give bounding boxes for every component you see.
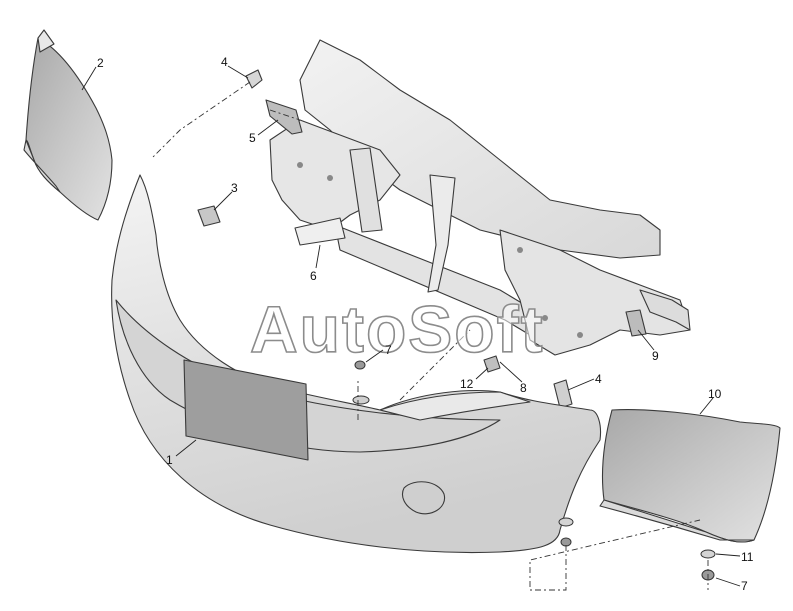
callout-6: 6	[310, 269, 317, 283]
left-mud-shield	[23, 29, 113, 221]
callout-8: 8	[520, 381, 527, 395]
washer-part-11	[558, 517, 716, 559]
callout-12: 12	[460, 377, 474, 391]
clip-part-3	[197, 205, 221, 227]
bracket-part-4-lower	[553, 379, 573, 409]
callout-4-lower: 4	[595, 372, 602, 386]
radiator-support-frame	[269, 39, 691, 356]
callout-numbers: 2 4 5 3 6 7 12 8 4 9 10 1 11 7	[97, 55, 754, 593]
callout-4-upper: 4	[221, 55, 228, 69]
front-bumper	[111, 174, 602, 554]
assembly-lines	[151, 81, 709, 591]
callout-leaders	[81, 65, 741, 587]
bracket-part-9	[625, 309, 647, 337]
bracket-part-5	[265, 99, 303, 135]
callout-9: 9	[652, 349, 659, 363]
watermark: AutoSoft	[250, 292, 545, 366]
callout-10: 10	[708, 387, 722, 401]
callout-3: 3	[231, 181, 238, 195]
callout-1: 1	[166, 453, 173, 467]
bolt-part-7-upper	[352, 360, 370, 405]
callout-5: 5	[249, 131, 256, 145]
bracket-part-4-upper	[245, 69, 263, 89]
callout-11: 11	[741, 550, 754, 564]
right-mud-shield	[599, 409, 781, 543]
bolt-part-7-lower	[560, 537, 715, 581]
callout-7-upper: 7	[385, 343, 392, 357]
callout-7-lower: 7	[741, 579, 748, 593]
callout-2: 2	[97, 56, 104, 70]
